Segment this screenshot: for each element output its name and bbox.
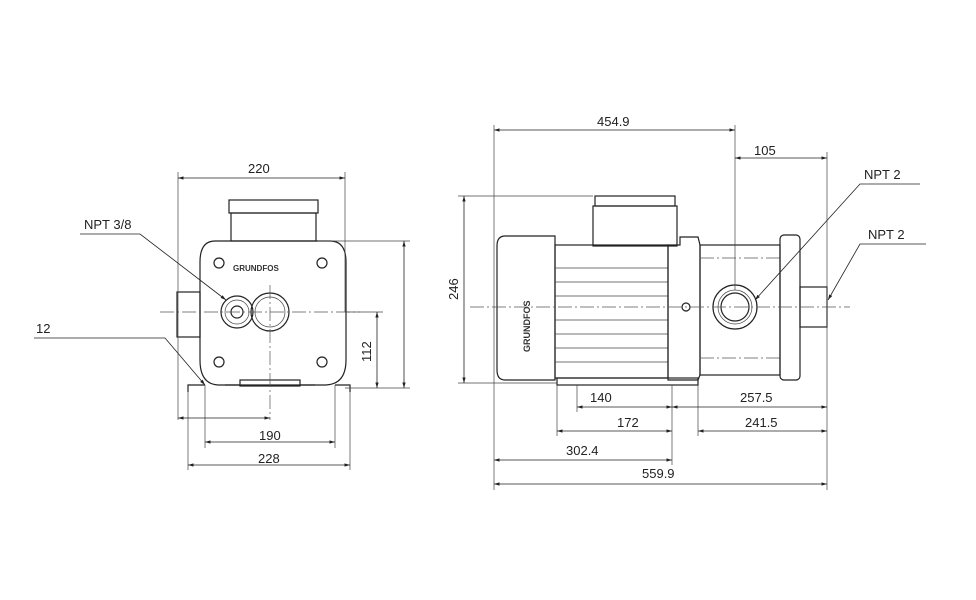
pump-flange <box>667 236 701 381</box>
dim-port-to-end: 105 <box>754 143 776 158</box>
label-npt-2-inlet: NPT 2 <box>864 167 901 182</box>
dim-to-foot: 302.4 <box>566 443 599 458</box>
motor-body <box>554 244 669 379</box>
feet <box>187 379 351 392</box>
side-logo: GRUNDFOS <box>522 301 532 353</box>
pump-chamber <box>699 244 781 376</box>
side-port <box>176 291 201 338</box>
side-feet <box>556 377 699 386</box>
label-npt-3-8: NPT 3/8 <box>84 217 131 232</box>
fan-cover <box>496 235 556 381</box>
label-foot-thickness: 12 <box>36 321 50 336</box>
front-view: GRUNDFOS 220 112 190 228 NPT 3/8 12 <box>34 161 410 470</box>
bolt-holes <box>213 257 328 368</box>
dim-foot-to-end-b: 241.5 <box>745 415 778 430</box>
pump-head <box>199 240 347 386</box>
side-terminal-box <box>592 195 678 247</box>
front-logo: GRUNDFOS <box>233 264 279 273</box>
label-npt-2-outlet: NPT 2 <box>868 227 905 242</box>
dim-foot-to-end-a: 257.5 <box>740 390 773 405</box>
dim-front-width: 220 <box>248 161 270 176</box>
dim-foot-width: 228 <box>258 451 280 466</box>
dim-foot-hole-spacing: 140 <box>590 390 612 405</box>
dim-overall-length: 559.9 <box>642 466 675 481</box>
dim-shaft-height: 112 <box>359 341 374 362</box>
dim-foot-spacing: 190 <box>259 428 281 443</box>
terminal-box <box>228 199 319 242</box>
side-view: GRUNDFOS 454.9 105 246 140 257.5 <box>446 114 926 490</box>
dim-foot-length: 172 <box>617 415 639 430</box>
dim-to-port: 454.9 <box>597 114 630 129</box>
dim-side-height: 246 <box>446 278 461 300</box>
end-flange <box>779 234 801 381</box>
